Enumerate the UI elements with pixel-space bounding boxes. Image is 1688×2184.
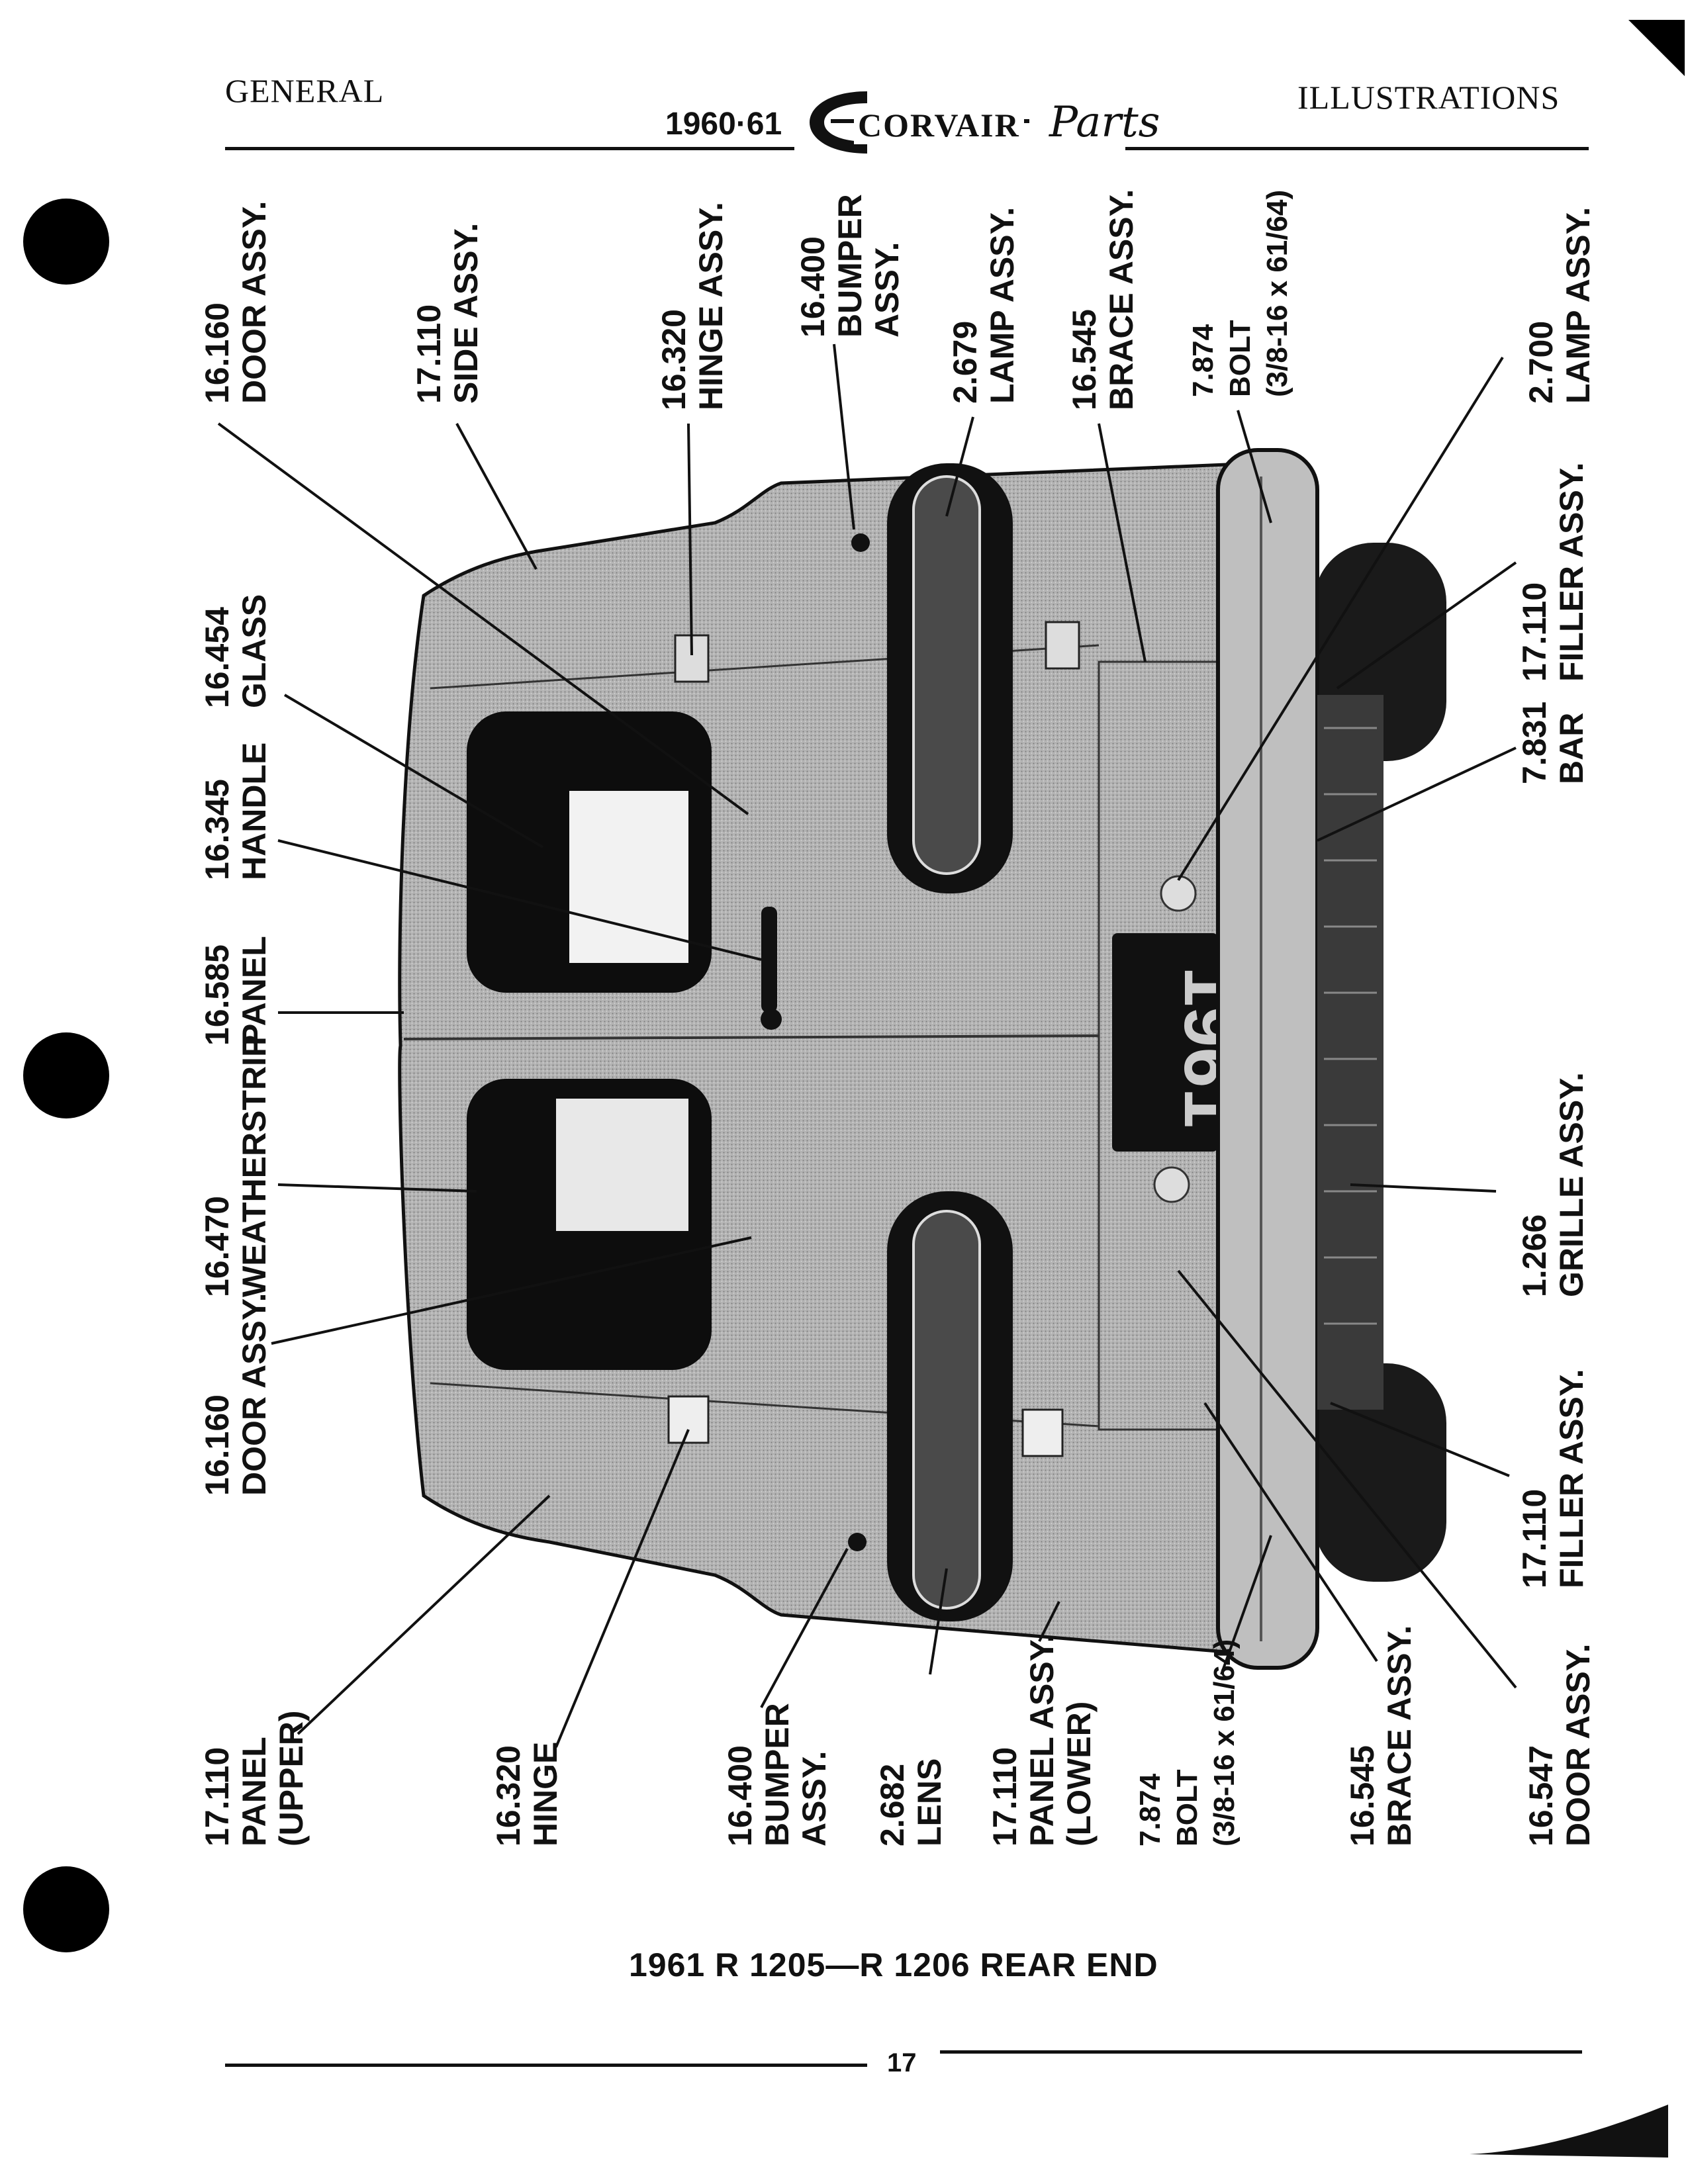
header-rule-right xyxy=(1125,147,1589,150)
label-side-assy-17110: 17.110 SIDE ASSY. xyxy=(410,222,485,404)
label-handle-16345: 16.345 HANDLE xyxy=(199,742,273,880)
label-hinge-16320: 16.320 HINGE xyxy=(490,1741,564,1846)
label-bolt-7874-bottom: 7.874 BOLT (3/8-16 x 61/64) xyxy=(1134,1639,1241,1846)
label-door-assy-16160-middle: 16.160 DOOR ASSY. xyxy=(199,1293,273,1496)
label-panel-assy-lower-17110: 17.110 PANEL ASSY. (LOWER) xyxy=(986,1633,1098,1846)
label-grille-assy-1266: 1.266 GRILLE ASSY. xyxy=(1516,1072,1590,1297)
label-hinge-assy-16320: 16.320 HINGE ASSY. xyxy=(655,202,729,410)
label-bumper-assy-16400-bottom: 16.400 BUMPER ASSY. xyxy=(722,1703,833,1846)
label-filler-assy-17110-top: 17.110 FILLER ASSY. xyxy=(1516,462,1590,682)
label-lens-2682: 2.682 LENS xyxy=(874,1758,948,1846)
page-number: 17 xyxy=(887,2048,917,2077)
leader-lines xyxy=(217,343,1517,1748)
license-plate xyxy=(1112,933,1218,1152)
brand-name: CORVAIR xyxy=(854,106,1024,144)
binder-hole-middle xyxy=(23,1032,109,1118)
rear-bumper xyxy=(1216,448,1319,1670)
brand-script: Parts xyxy=(1049,98,1160,147)
header-year: 1960·61 xyxy=(665,107,782,142)
label-lamp-assy-2700: 2.700 LAMP ASSY. xyxy=(1523,206,1597,404)
label-brace-assy-16545-top: 16.545 BRACE ASSY. xyxy=(1066,189,1140,410)
label-panel-upper-17110: 17.110 PANEL (UPPER) xyxy=(199,1710,310,1846)
footer-rule-left xyxy=(225,2064,867,2067)
binder-hole-top xyxy=(23,199,109,285)
label-door-assy-16160-top: 16.160 DOOR ASSY. xyxy=(199,201,273,404)
label-lamp-assy-2679: 2.679 LAMP ASSY. xyxy=(947,206,1021,404)
label-bar-7831: 7.831 BAR xyxy=(1516,701,1590,784)
label-weatherstrip-16470: 16.470 WEATHERSTRIP xyxy=(199,1034,273,1297)
header-left-title: GENERAL xyxy=(225,72,385,109)
header-rule-left xyxy=(225,147,794,150)
header-brand-logo: CORVAIR Parts xyxy=(804,86,1162,159)
corner-mark xyxy=(1628,20,1685,76)
header-right-title: ILLUSTRATIONS xyxy=(1297,79,1560,116)
tire-bottom xyxy=(1314,1363,1446,1582)
label-glass-16454: 16.454 GLASS xyxy=(199,594,273,708)
binder-hole-bottom xyxy=(23,1866,109,1952)
label-filler-assy-17110-bottom: 17.110 FILLER ASSY. xyxy=(1516,1369,1590,1588)
label-door-assy-16547: 16.547 DOOR ASSY. xyxy=(1523,1643,1597,1846)
figure-caption: 1961 R 1205—R 1206 REAR END xyxy=(629,1946,1158,1983)
label-bolt-7874-top: 7.874 BOLT (3/8-16 x 61/64) xyxy=(1187,189,1293,397)
footer-rule-right xyxy=(940,2050,1582,2054)
label-brace-assy-16545-bottom: 16.545 BRACE ASSY. xyxy=(1344,1625,1418,1846)
grille xyxy=(1317,695,1383,1410)
corner-scuff xyxy=(1470,2105,1668,2158)
label-bumper-assy-16400-top: 16.400 BUMPER ASSY. xyxy=(794,194,906,338)
label-panel-16585: 16.585 PANEL xyxy=(199,936,273,1046)
